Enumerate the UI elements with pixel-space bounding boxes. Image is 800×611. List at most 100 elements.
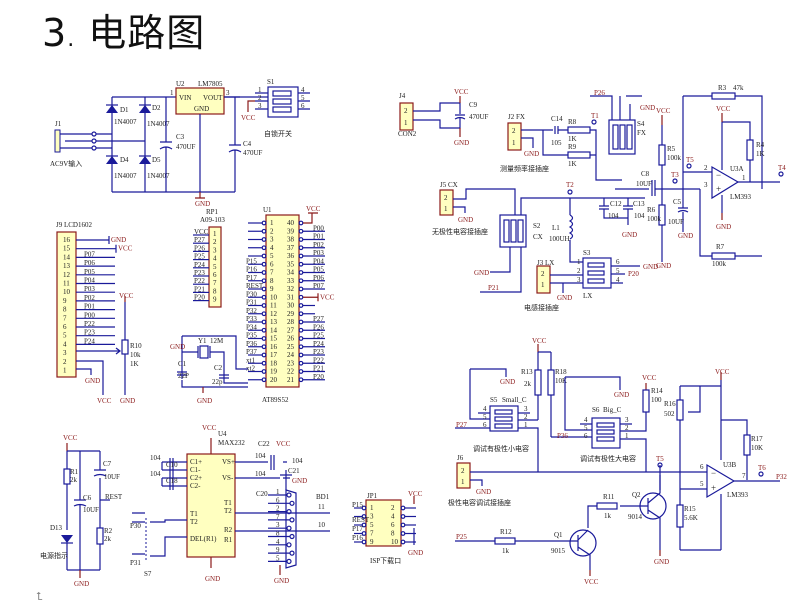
r8-resistor bbox=[567, 126, 591, 134]
u1-net-p04: P04 bbox=[313, 257, 324, 265]
db9-pin-4 bbox=[286, 542, 292, 548]
max232-t2in: T2 bbox=[190, 518, 198, 526]
u3a-ref: U3A bbox=[730, 165, 744, 173]
r9-ref: R9 bbox=[568, 143, 577, 151]
r9-resistor bbox=[567, 151, 591, 159]
u1-net-p36: P36 bbox=[246, 340, 257, 348]
d5-ref: D5 bbox=[152, 156, 161, 164]
c7-ref: C7 bbox=[103, 460, 112, 468]
t2-label: T2 bbox=[566, 181, 574, 189]
u1-net-p32: P32 bbox=[246, 307, 257, 315]
lcd-net-p04: P04 bbox=[84, 277, 95, 285]
isp-pin-4: 4 bbox=[391, 513, 395, 521]
c13-gnd: GND bbox=[622, 231, 637, 239]
j5-ref: J5 CX bbox=[440, 181, 458, 189]
db9-pin-label-6: 6 bbox=[276, 496, 280, 504]
isp-pin-marker bbox=[361, 505, 367, 511]
u1-pin-2: 2 bbox=[270, 227, 274, 235]
d1-diode bbox=[106, 105, 118, 113]
c3-value: 470UF bbox=[176, 143, 196, 151]
r18-value: 10K bbox=[555, 377, 567, 385]
u4-part: MAX232 bbox=[218, 439, 245, 447]
s6-label: Big_C bbox=[603, 406, 622, 414]
s5-pin2: 2 bbox=[524, 413, 528, 421]
db9-pin-label-4: 4 bbox=[276, 538, 280, 546]
big-cap-label: 调试有极性大电容 bbox=[580, 454, 636, 463]
d1-part: 1N4007 bbox=[114, 118, 137, 126]
rp1-pack bbox=[208, 226, 222, 308]
max232-c2p: C2+ bbox=[190, 474, 202, 482]
u3a-minus: − bbox=[716, 170, 721, 180]
r13-value: 2k bbox=[524, 380, 532, 388]
freq-socket-label: 测量频率接插座 bbox=[500, 164, 549, 173]
s3-pin5: 5 bbox=[616, 267, 620, 275]
jp1-ref: JP1 bbox=[367, 492, 378, 500]
lcd-net-p01: P01 bbox=[84, 303, 95, 311]
u1-net-p16: P16 bbox=[246, 266, 257, 274]
t1-label: T1 bbox=[591, 112, 599, 120]
u1-vcc-wire bbox=[303, 293, 319, 302]
y1-value: 12M bbox=[210, 337, 224, 345]
measure-section: J4 2 1 CON2 C9 470UF VCC GND J2 FX 2 1 C… bbox=[398, 84, 786, 312]
max232-r1in: R1 bbox=[224, 536, 233, 544]
u1-pin-13: 13 bbox=[270, 318, 278, 326]
s5-pin1: 1 bbox=[524, 421, 528, 429]
s7-p30: P30 bbox=[130, 522, 141, 530]
p21-label: P21 bbox=[488, 284, 499, 292]
c10-ref: C10 bbox=[166, 461, 178, 469]
u1-net-p21: P21 bbox=[313, 365, 324, 373]
isp-pin-marker bbox=[400, 539, 406, 545]
lcd-net-p00: P00 bbox=[84, 311, 95, 319]
r7-value: 100k bbox=[712, 260, 727, 268]
ac-input-label: AC9V输入 bbox=[50, 159, 82, 168]
u1-pin-19: 19 bbox=[270, 368, 278, 376]
lcd-ref: J9 LCD1602 bbox=[56, 221, 92, 229]
u1-pin-26: 26 bbox=[287, 335, 295, 343]
lcd-pin-7: 7 bbox=[63, 314, 67, 322]
j6-gnd: GND bbox=[476, 488, 491, 496]
c20-ref: C20 bbox=[256, 490, 268, 498]
isp-pin-marker bbox=[361, 522, 367, 528]
d2-diode bbox=[139, 105, 151, 113]
j5-pin1: 1 bbox=[444, 205, 448, 213]
rp1-net-p25: P25 bbox=[194, 253, 205, 261]
r10-potentiometer[interactable] bbox=[121, 339, 129, 355]
t5-label: T5 bbox=[656, 455, 664, 463]
db9-pin-9 bbox=[289, 550, 295, 556]
p27-label: P27 bbox=[456, 421, 467, 429]
s1-pin1: 1 bbox=[258, 86, 262, 94]
rp1-part: A09-103 bbox=[200, 216, 225, 224]
u1-pin-3: 3 bbox=[270, 236, 274, 244]
u1-pin-marker bbox=[261, 237, 267, 242]
lcd-pin-2: 2 bbox=[63, 358, 67, 366]
lcd-pin-1: 1 bbox=[63, 367, 67, 375]
max232-r1out: DEL(R1) bbox=[190, 535, 217, 543]
u3b-pin6: 6 bbox=[700, 463, 704, 471]
s6-gnd: GND bbox=[614, 391, 629, 399]
u1-pin-16: 16 bbox=[270, 343, 278, 351]
isp-p15: P15 bbox=[352, 501, 363, 509]
u1-net-p07: P07 bbox=[313, 282, 324, 290]
rp1-pin-9: 9 bbox=[213, 296, 217, 304]
s5-pin4: 4 bbox=[483, 405, 487, 413]
u1-pin-9: 9 bbox=[270, 285, 274, 293]
r10-ref: R10 bbox=[130, 342, 142, 350]
db9-gnd: GND bbox=[274, 577, 289, 585]
r2-resistor bbox=[96, 527, 104, 545]
d5-diode bbox=[139, 156, 151, 164]
xtal-gnd-bottom: GND bbox=[197, 397, 212, 405]
max232-t1in: T1 bbox=[190, 510, 198, 518]
u1-net-p20: P20 bbox=[313, 373, 324, 381]
s5-gnd: GND bbox=[500, 378, 515, 386]
u1-net-rest: REST bbox=[246, 282, 264, 290]
u1-pin-4: 4 bbox=[270, 244, 274, 252]
u1-pin-6: 6 bbox=[270, 260, 274, 268]
r4-resistor bbox=[746, 139, 754, 161]
r16-potentiometer[interactable] bbox=[676, 399, 684, 421]
lcd-wire bbox=[76, 244, 117, 253]
u1-net-p37: P37 bbox=[246, 348, 257, 356]
j6-connector bbox=[456, 462, 471, 489]
u2-part: LM7805 bbox=[198, 80, 223, 88]
max232-c2n: C2- bbox=[190, 482, 201, 490]
